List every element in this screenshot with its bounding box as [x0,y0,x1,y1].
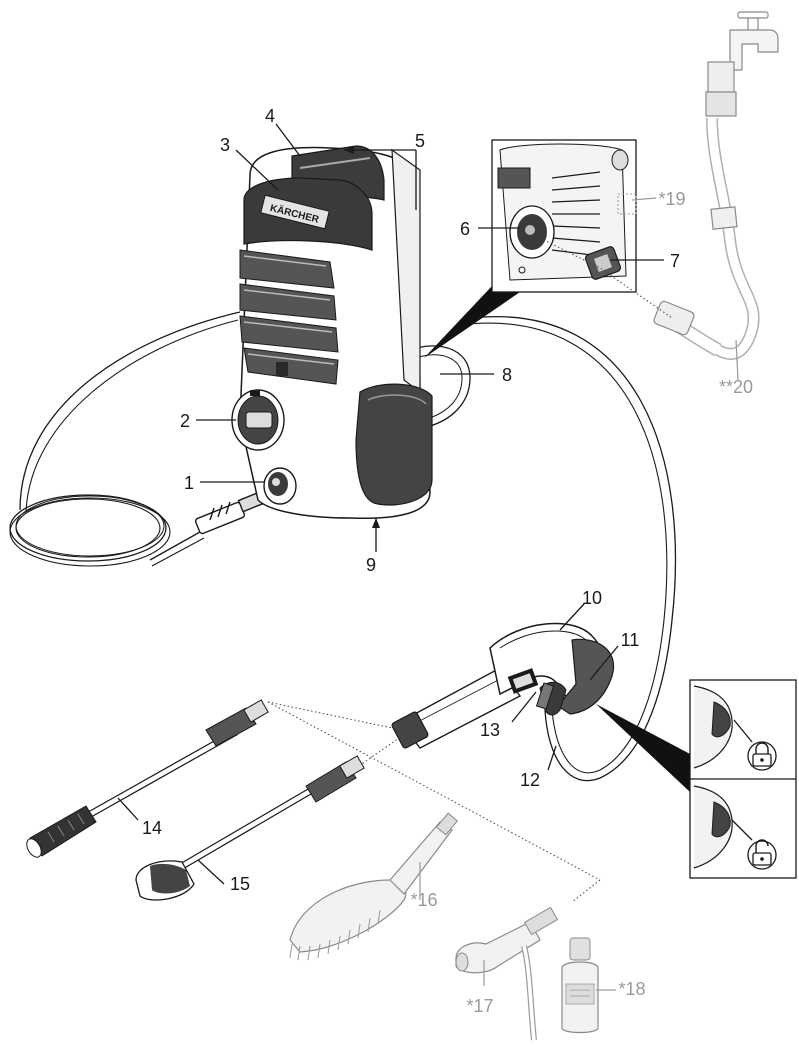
water-inlet-connector [584,246,622,280]
label-7: 7 [670,251,680,271]
label-3: 3 [220,135,230,155]
label-14: 14 [142,818,162,838]
label-6: 6 [460,219,470,239]
high-pressure-hose [9,311,677,782]
trigger-gun [391,622,615,749]
water-tap-icon [705,11,779,117]
wash-brush [289,812,459,961]
garden-hose [653,117,760,360]
lock-detail-inset [596,679,797,879]
label-4: 4 [265,106,275,126]
label-13: 13 [480,720,500,740]
label-19: *19 [658,189,685,209]
leader-lines [117,123,739,991]
foam-nozzle [455,906,559,1041]
unlocked-padlock-icon [747,839,777,870]
label-5: 5 [415,131,425,151]
label-1: 1 [184,473,194,493]
label-10: 10 [582,588,602,608]
pressure-dial [231,389,285,451]
dirt-blaster-lance-15 [135,755,365,901]
label-20: **20 [719,377,753,397]
label-17: *17 [466,996,493,1016]
label-18: *18 [618,979,645,999]
front-grille [239,249,339,385]
high-pressure-outlet [263,467,297,505]
label-12: 12 [520,770,540,790]
label-8: 8 [502,365,512,385]
pressure-washer-unit: KÄRCHER [231,145,471,520]
label-9: 9 [366,555,376,575]
label-15: 15 [230,874,250,894]
label-16: *16 [410,890,437,910]
label-2: 2 [180,411,190,431]
locked-padlock-icon [747,741,777,771]
spray-lance-14 [26,699,269,858]
inlet-detail-inset [424,139,673,358]
detergent-bottle [561,937,599,1034]
label-11: 11 [621,630,640,650]
hose-coupling [194,491,265,535]
